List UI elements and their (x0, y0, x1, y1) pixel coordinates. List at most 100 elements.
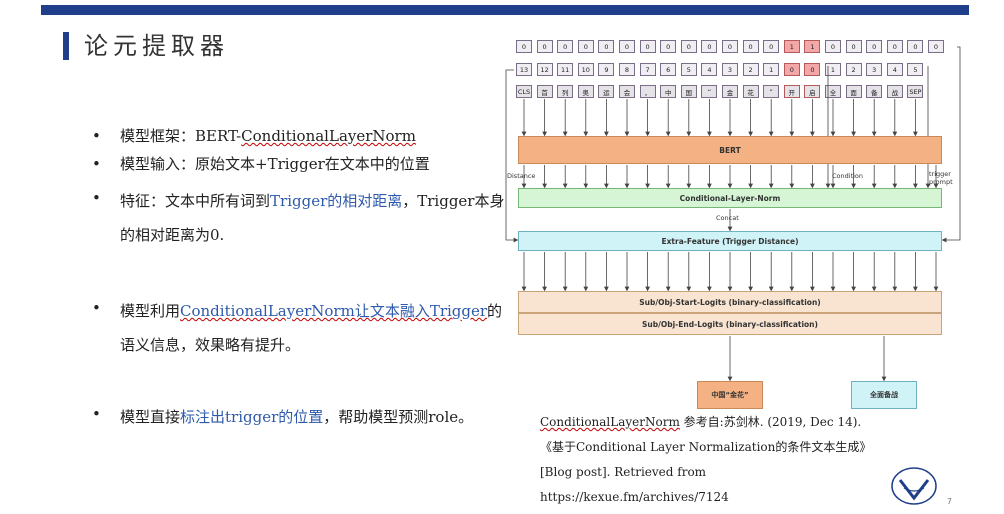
token-cell: 5 (680, 63, 697, 76)
end-logits-block: Sub/Obj-End-Logits (binary-classificatio… (518, 313, 942, 335)
token-cell: 12 (536, 63, 553, 76)
concat-label: Concat (716, 214, 739, 222)
token-cell: 5 (907, 63, 924, 76)
slide-title: 论元提取器 (84, 32, 229, 60)
token-cell: 0 (845, 40, 862, 53)
token-cell: 1 (825, 63, 841, 76)
token-cell: 中 (660, 85, 677, 98)
page-number: 7 (946, 497, 952, 506)
bullet-text: 模型输入：原始文本+Trigger在文本中的位置 (120, 150, 512, 178)
reference-citation: 《基于Conditional Layer Normalization的条件文本生… (540, 440, 872, 504)
start-logits-block: Sub/Obj-Start-Logits (binary-classificat… (518, 291, 942, 313)
token-cell: 0 (536, 40, 553, 53)
token-cell: 0 (660, 40, 677, 53)
token-cell: 8 (619, 63, 635, 76)
bullet-text: 模型框架：BERT-ConditionalLayerNorm (120, 122, 512, 150)
token-cell: 0 (639, 40, 656, 53)
token-cell: 0 (804, 63, 821, 76)
token-cell: ， (639, 85, 656, 98)
cln-block: Conditional-Layer-Norm (518, 188, 942, 208)
token-cell: 13 (516, 63, 532, 76)
token-cell: 10 (577, 63, 594, 76)
token-cell: “ (701, 85, 718, 98)
bullet-segment: 模型输入：原始文本+Trigger在文本中的位置 (120, 155, 430, 173)
token-cell: 0 (722, 40, 738, 53)
token-cell: 全 (825, 85, 841, 98)
connector-arrow (505, 69, 519, 243)
token-cell: SEP (907, 85, 924, 98)
token-cell: 0 (577, 40, 594, 53)
token-cell: CLS (516, 85, 532, 98)
token-cell: 列 (557, 85, 574, 98)
trigger-prompt-label: trigger prompt (929, 170, 953, 186)
token-cell: 备 (866, 85, 883, 98)
token-cell: 6 (660, 63, 677, 76)
token-cell: 3 (866, 63, 883, 76)
token-cell: 3 (722, 63, 738, 76)
distance-label: Distance (507, 172, 536, 180)
bullet-segment: ，Trigger本身的相对距离为0. (120, 192, 505, 244)
token-cell: 4 (701, 63, 718, 76)
output-span-right: 全面备战 (851, 381, 917, 409)
token-cell: 0 (907, 40, 924, 53)
token-cell: 0 (516, 40, 532, 53)
token-cell: 奥 (577, 85, 594, 98)
bullet-text: 模型利用ConditionalLayerNorm让文本融入Trigger的语义信… (120, 294, 512, 362)
token-cell: 0 (598, 40, 615, 53)
token-cell: 会 (619, 85, 635, 98)
token-cell: 花 (742, 85, 759, 98)
token-cell: 4 (886, 63, 903, 76)
bullet-segment: 模型利用 (120, 302, 181, 320)
token-cell: 战 (886, 85, 903, 98)
token-cell: 0 (742, 40, 759, 53)
bullet-segment: 标注出trigger的位置 (180, 408, 324, 426)
token-cell: 9 (598, 63, 615, 76)
connector-arrow (941, 46, 961, 243)
bullet-segment: ConditionalLayerNorm让文本融入Trigger (180, 302, 488, 320)
reference-note: ConditionalLayerNorm 参考自:苏剑林. (2019, Dec… (540, 410, 890, 510)
bullet-segment: 模型直接 (120, 408, 181, 426)
token-cell: 0 (886, 40, 903, 53)
bullet-segment: 模型框架：BERT- (120, 127, 242, 145)
token-cell: 国 (680, 85, 697, 98)
token-cell: 0 (763, 40, 780, 53)
token-cell: 首 (536, 85, 553, 98)
token-cell: 7 (639, 63, 656, 76)
bullet-segment: Trigger的相对距离 (270, 192, 403, 210)
title-marker (63, 32, 69, 60)
token-cell: 11 (557, 63, 574, 76)
bullet-segment: ，帮助模型预测role。 (323, 408, 474, 426)
reference-source: 参考自:苏剑林. (2019, Dec 14). (679, 415, 862, 429)
bullet-text: 特征：文本中所有词到Trigger的相对距离，Trigger本身的相对距离为0. (120, 184, 512, 252)
token-cell: 面 (845, 85, 862, 98)
token-cell: ” (763, 85, 780, 98)
token-cell: 0 (928, 40, 944, 53)
bullet-segment: 的语义信息，效果略有提升。 (120, 302, 503, 354)
bullet-segment: ConditionalLayerNorm (241, 127, 416, 145)
token-cell: 0 (619, 40, 635, 53)
extra-feature-block: Extra-Feature (Trigger Distance) (518, 231, 942, 251)
token-cell: 0 (680, 40, 697, 53)
token-cell: 运 (598, 85, 615, 98)
token-cell: 1 (804, 40, 821, 53)
token-cell: 2 (845, 63, 862, 76)
token-cell: 1 (783, 40, 800, 53)
token-cell: 0 (783, 63, 800, 76)
token-cell: 0 (557, 40, 574, 53)
token-cell: 0 (825, 40, 841, 53)
token-cell: 开 (783, 85, 800, 98)
token-cell: 1 (763, 63, 780, 76)
bullet-segment: 特征：文本中所有词到 (120, 192, 271, 210)
token-cell: 启 (804, 85, 821, 98)
bert-block: BERT (518, 136, 942, 164)
token-cell: 0 (866, 40, 883, 53)
top-banner (41, 5, 969, 15)
bullet-text: 模型直接标注出trigger的位置，帮助模型预测role。 (120, 400, 512, 434)
output-span-left: 中国“金花” (697, 381, 763, 409)
university-logo-icon (891, 467, 937, 505)
token-cell: 0 (701, 40, 718, 53)
reference-term: ConditionalLayerNorm (540, 415, 680, 429)
diagram-arrows (505, 46, 961, 382)
token-cell: 2 (742, 63, 759, 76)
